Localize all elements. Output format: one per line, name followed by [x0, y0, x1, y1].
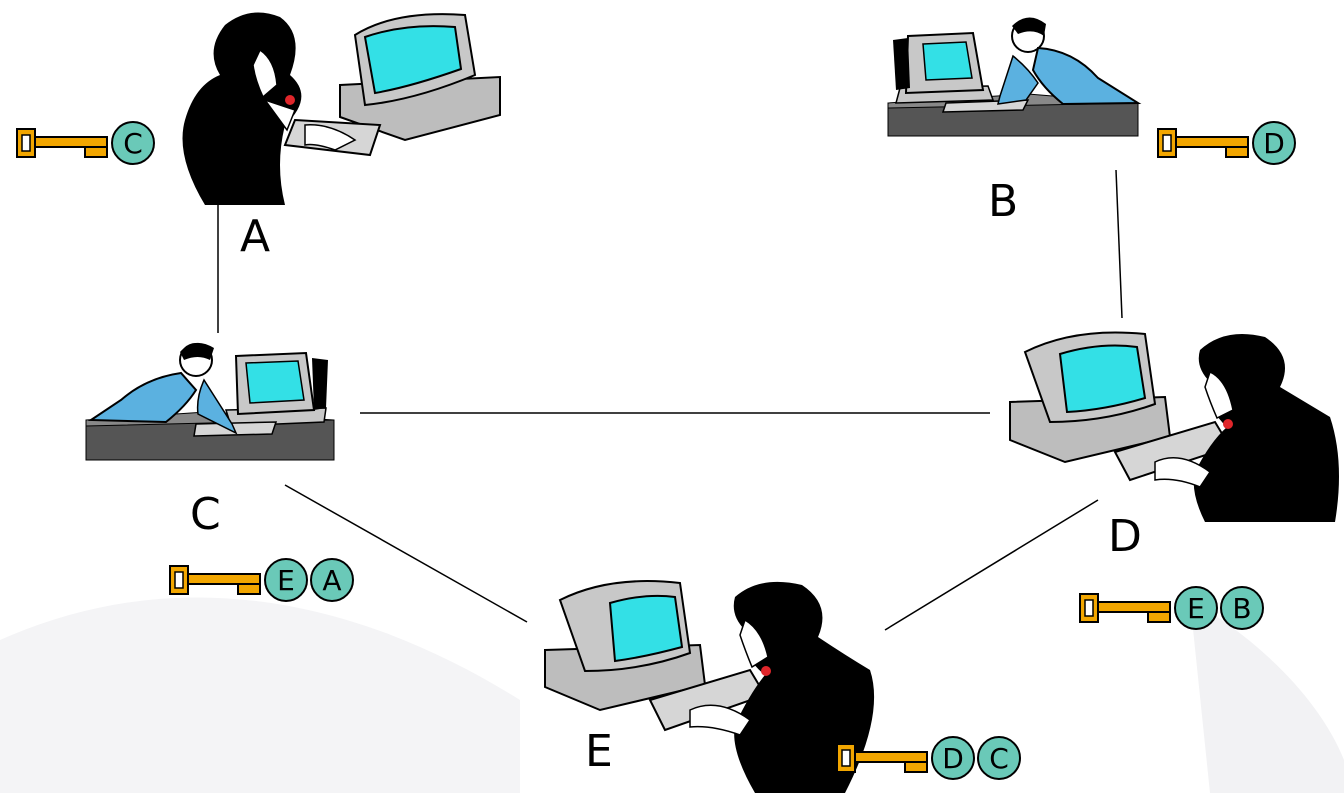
node-b	[887, 8, 1143, 138]
link-b-d	[1115, 169, 1123, 319]
key-icon	[16, 128, 108, 158]
keychain-e: D C	[835, 733, 1021, 783]
key-badge: E	[264, 558, 308, 602]
woman-at-computer-icon	[1009, 331, 1339, 522]
key-icon	[1079, 593, 1171, 623]
keychain-b: D	[1156, 118, 1296, 168]
node-d	[1005, 322, 1344, 527]
key-badge: D	[931, 736, 975, 780]
key-badge: D	[1252, 121, 1296, 165]
man-at-computer-icon	[85, 342, 335, 461]
key-icon	[169, 565, 261, 595]
node-label-a: A	[240, 211, 271, 262]
node-label-e: E	[585, 726, 613, 777]
key-badge: C	[977, 736, 1021, 780]
woman-at-computer-icon	[544, 580, 875, 793]
keychain-d: E B	[1078, 583, 1264, 633]
key-badge: A	[310, 558, 354, 602]
link-d-e	[884, 499, 1099, 631]
link-c-e	[284, 484, 528, 623]
key-badge: B	[1220, 586, 1264, 630]
node-label-c: C	[190, 489, 221, 540]
keychain-c: E A	[168, 555, 354, 605]
node-c	[85, 338, 336, 463]
node-e	[540, 575, 885, 793]
node-label-b: B	[988, 176, 1019, 227]
key-icon	[1157, 128, 1249, 158]
node-a	[165, 5, 505, 205]
key-badge: E	[1174, 586, 1218, 630]
keychain-a: C	[15, 118, 155, 168]
key-badge: C	[111, 121, 155, 165]
node-label-d: D	[1108, 511, 1142, 562]
man-at-computer-icon	[887, 17, 1142, 137]
woman-at-computer-icon	[182, 12, 501, 205]
key-icon	[836, 743, 928, 773]
